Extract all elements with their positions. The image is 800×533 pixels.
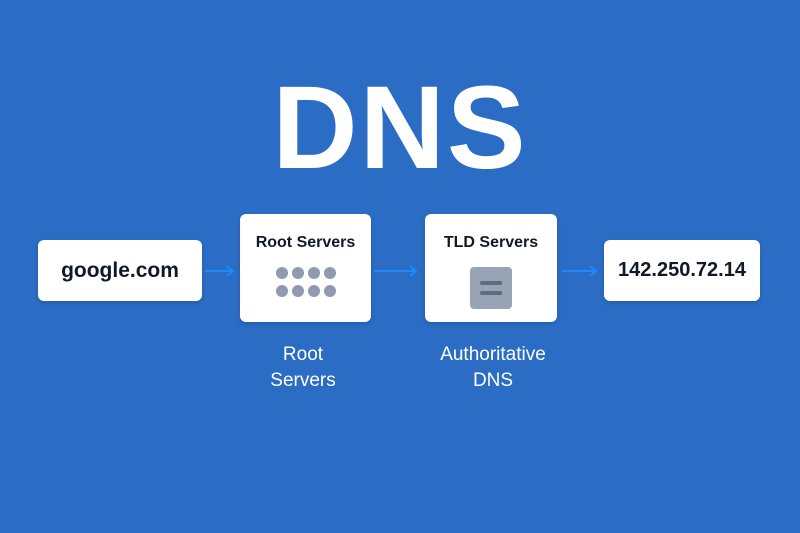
arrow-domain-to-root — [205, 264, 237, 278]
domain-label: google.com — [61, 258, 179, 282]
tld-servers-label: TLD Servers — [443, 234, 539, 251]
root-servers-label: Root Servers — [255, 234, 356, 251]
auth-caption-line1: Authoritative — [440, 344, 546, 365]
ip-address-label: 142.250.72.14 — [618, 259, 746, 281]
domain-box: google.com — [38, 240, 202, 301]
ip-address-box: 142.250.72.14 — [604, 240, 760, 301]
root-caption-line2: Servers — [270, 370, 336, 391]
arrow-tld-to-ip — [562, 264, 600, 278]
root-servers-caption: Root Servers — [240, 342, 366, 394]
tld-servers-box: TLD Servers — [425, 214, 557, 322]
server-stack-icon — [470, 267, 512, 309]
root-caption-line1: Root — [282, 344, 324, 365]
auth-caption-line2: DNS — [472, 370, 514, 391]
server-dots-icon — [276, 267, 336, 297]
authoritative-dns-caption: Authoritative DNS — [415, 342, 571, 394]
root-servers-box: Root Servers — [240, 214, 371, 322]
diagram-title: DNS — [272, 62, 528, 194]
arrow-root-to-tld — [374, 264, 420, 278]
